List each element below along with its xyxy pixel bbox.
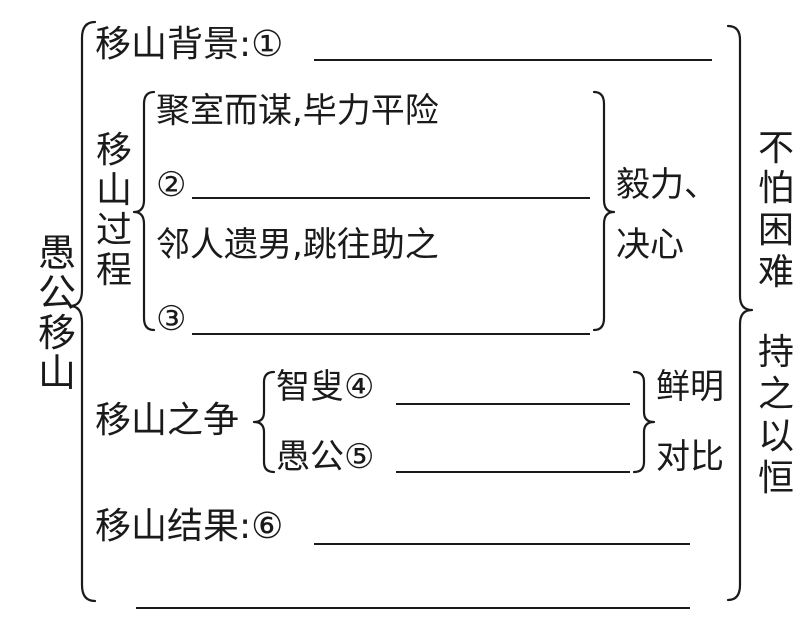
- process-item: 邻人遗男,跳往助之: [156, 225, 439, 265]
- dispute-item: 愚公⑤: [276, 437, 374, 477]
- process-left-brace: [132, 90, 156, 332]
- dispute-summary: 鲜明: [656, 367, 724, 407]
- theme-brace: [726, 24, 754, 602]
- theme-char: 以: [758, 416, 794, 457]
- theme-char: 之: [758, 374, 794, 415]
- root-char: 移: [38, 311, 76, 355]
- theme-char: 恒: [758, 458, 794, 499]
- theme-char: 不: [758, 128, 794, 169]
- root-char: 山: [38, 351, 76, 395]
- dispute-label: 移山之争: [95, 400, 239, 441]
- dispute-item: 智叟④: [276, 367, 374, 407]
- process-summary: 毅力、: [616, 165, 718, 205]
- theme-bottom: 持 之 以 恒: [758, 332, 794, 499]
- dispute-left-brace: [252, 370, 276, 474]
- theme-char: 怕: [758, 168, 794, 209]
- result-label: 移山结果:⑥: [95, 506, 283, 547]
- process-item: 聚室而谋,毕力平险: [156, 91, 439, 131]
- process-item: ②: [156, 165, 186, 205]
- dispute-right-brace: [632, 370, 656, 474]
- process-label-char: 程: [96, 250, 132, 291]
- root-label: 愚 公 移 山: [38, 231, 76, 395]
- root-char: 愚: [38, 231, 76, 275]
- theme-char: 困: [758, 210, 794, 251]
- process-summary: 决心: [616, 225, 684, 265]
- theme-top: 不 怕 困 难: [758, 128, 794, 293]
- process-label-char: 过: [96, 210, 132, 251]
- root-brace: [68, 20, 97, 603]
- process-item: ③: [156, 299, 186, 339]
- theme-char: 难: [758, 252, 794, 293]
- process-right-brace: [592, 90, 616, 332]
- process-label-char: 山: [96, 170, 132, 211]
- process-label: 移 山 过 程: [96, 130, 132, 291]
- process-label-char: 移: [96, 130, 132, 171]
- root-char: 公: [38, 271, 76, 315]
- dispute-summary: 对比: [656, 437, 724, 477]
- theme-char: 持: [758, 332, 794, 373]
- background-label: 移山背景:①: [95, 24, 283, 65]
